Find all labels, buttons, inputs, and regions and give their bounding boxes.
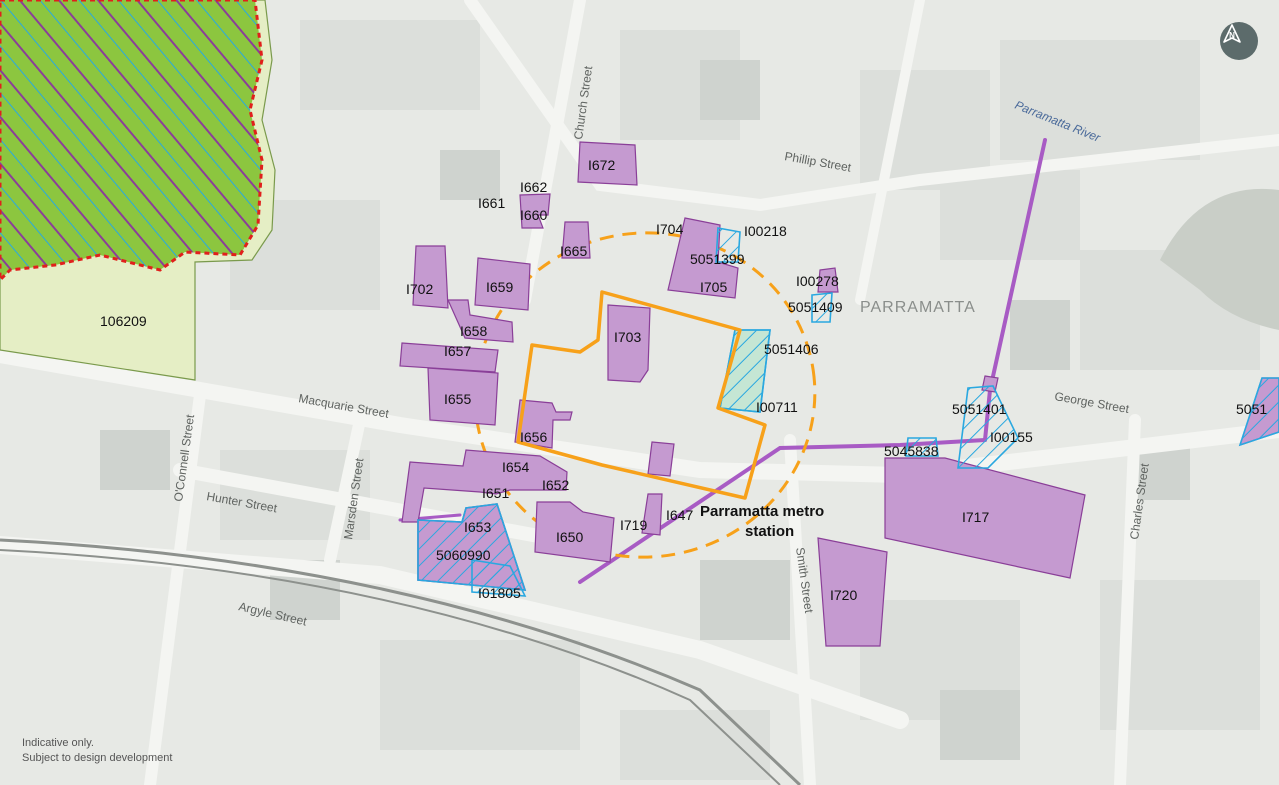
label-I660: I660 bbox=[520, 207, 547, 223]
parcel-I704 bbox=[667, 217, 739, 299]
parcel-I665 bbox=[561, 221, 591, 259]
label-I00155: I00155 bbox=[990, 429, 1033, 445]
label-I654: I654 bbox=[502, 459, 529, 475]
label-I702: I702 bbox=[406, 281, 433, 297]
label-I717: I717 bbox=[962, 509, 989, 525]
parcel-I657 bbox=[399, 342, 499, 373]
label-5051401: 5051401 bbox=[952, 401, 1007, 417]
parcel-I702 bbox=[412, 245, 449, 309]
parcel-I647 bbox=[641, 493, 663, 536]
parcel-I661-I662-I660 bbox=[519, 193, 551, 229]
disclaimer-line1: Indicative only. bbox=[22, 737, 94, 749]
label-I704: I704 bbox=[656, 221, 683, 237]
label-5051399: 5051399 bbox=[690, 251, 745, 267]
parcel-I00278 bbox=[817, 267, 839, 293]
parcel-5051409 bbox=[811, 292, 833, 323]
park-area bbox=[1160, 188, 1279, 330]
label-I652: I652 bbox=[542, 477, 569, 493]
railway-line bbox=[0, 538, 802, 785]
station-box-outline bbox=[516, 290, 767, 500]
hatched-parcels[interactable] bbox=[417, 227, 1279, 597]
label-106209: 106209 bbox=[100, 313, 147, 329]
label-I657: I657 bbox=[444, 343, 471, 359]
label-I705: I705 bbox=[700, 279, 727, 295]
disclaimer: Indicative only. Subject to design devel… bbox=[22, 736, 172, 766]
label-5051406: 5051406 bbox=[764, 341, 819, 357]
label-I703: I703 bbox=[614, 329, 641, 345]
svg-text:N: N bbox=[1229, 31, 1235, 40]
parcel-I703 bbox=[607, 304, 651, 383]
label-5045838: 5045838 bbox=[884, 443, 939, 459]
label-I655: I655 bbox=[444, 391, 471, 407]
parcel-I717 bbox=[884, 457, 1086, 579]
heritage-area-106209[interactable] bbox=[0, 0, 276, 381]
label-I658: I658 bbox=[460, 323, 487, 339]
label-I647: I647 bbox=[666, 507, 693, 523]
station-label-line2: station bbox=[745, 523, 794, 540]
station-catchment-ring bbox=[473, 231, 817, 559]
label-I659: I659 bbox=[486, 279, 513, 295]
parcel-I655 bbox=[427, 367, 499, 426]
label-I651: I651 bbox=[482, 485, 509, 501]
label-I00218: I00218 bbox=[744, 223, 787, 239]
parcel-I659 bbox=[474, 257, 531, 311]
parcel-I658 bbox=[447, 299, 514, 343]
label-5051-right: 5051 bbox=[1236, 401, 1267, 417]
label-I719: I719 bbox=[620, 517, 647, 533]
label-I00278: I00278 bbox=[796, 273, 839, 289]
parcel-5051401 bbox=[957, 385, 1019, 469]
label-I01805: I01805 bbox=[478, 585, 521, 601]
parcel-5051399 bbox=[715, 227, 741, 263]
north-arrow-button[interactable]: N bbox=[1220, 22, 1258, 60]
label-5051409: 5051409 bbox=[788, 299, 843, 315]
label-I662: I662 bbox=[520, 179, 547, 195]
parcel-I672 bbox=[577, 141, 638, 186]
suburb-label: PARRAMATTA bbox=[860, 299, 976, 316]
label-I661: I661 bbox=[478, 195, 505, 211]
parcel-east-block bbox=[647, 441, 675, 477]
label-5060990: 5060990 bbox=[436, 547, 491, 563]
label-I665: I665 bbox=[560, 243, 587, 259]
heritage-labels: 106209 I672 I662 I661 I660 I665 I704 I00… bbox=[100, 157, 1267, 603]
compass-north-icon: N bbox=[1223, 24, 1241, 43]
parcel-I650 bbox=[534, 501, 615, 563]
label-I672: I672 bbox=[588, 157, 615, 173]
parcel-I01805 bbox=[471, 559, 527, 597]
label-I720: I720 bbox=[830, 587, 857, 603]
label-I00711: I00711 bbox=[756, 399, 798, 415]
label-I656: I656 bbox=[520, 429, 547, 445]
parcel-5045838 bbox=[905, 437, 939, 457]
label-I650: I650 bbox=[556, 529, 583, 545]
parcel-I720 bbox=[817, 537, 888, 647]
label-I653: I653 bbox=[464, 519, 491, 535]
station-label-line1: Parramatta metro bbox=[700, 503, 824, 520]
heritage-parcels[interactable] bbox=[399, 141, 1279, 647]
disclaimer-line2: Subject to design development bbox=[22, 752, 173, 764]
